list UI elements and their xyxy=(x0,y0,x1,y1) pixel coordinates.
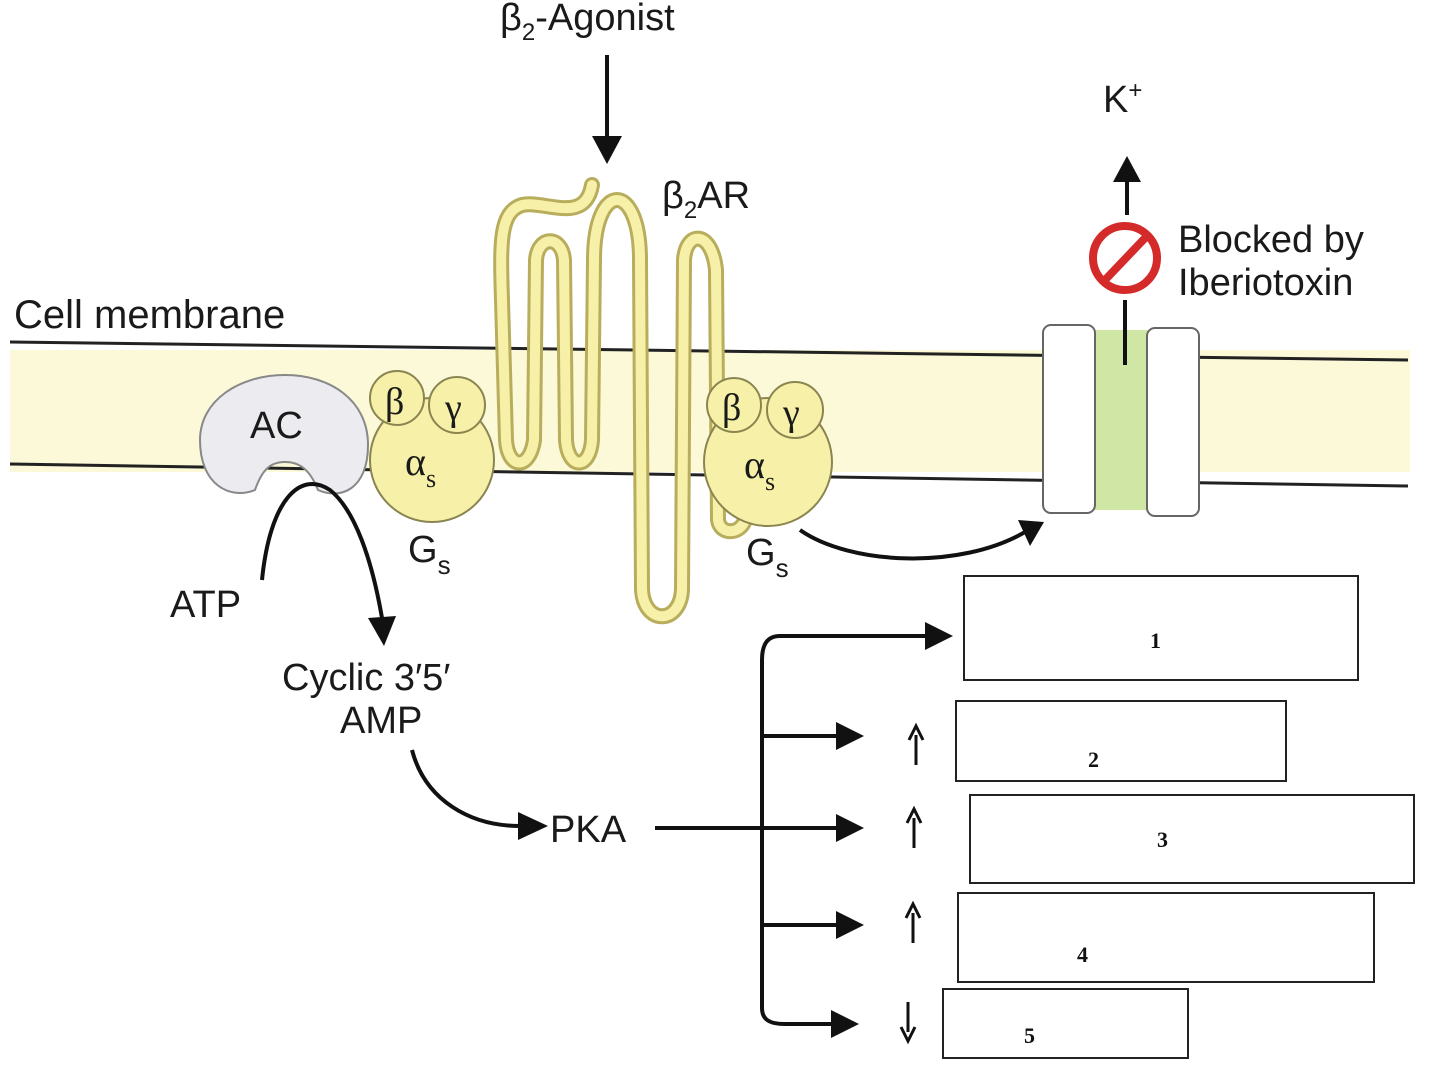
down-arrow-icon xyxy=(592,55,622,164)
beta-subunit-right xyxy=(706,377,762,433)
cell-membrane-label: Cell membrane xyxy=(14,293,285,337)
down-arrow-icon xyxy=(899,1002,917,1045)
svg-text:β: β xyxy=(385,381,404,423)
svg-text:γ: γ xyxy=(444,387,462,429)
gamma-subunit-right xyxy=(766,381,824,439)
atp-to-camp-arrow xyxy=(260,482,384,619)
up-arrow-icon xyxy=(904,900,922,943)
channel-wall-right xyxy=(1146,327,1200,517)
ac-label: AC xyxy=(250,405,303,447)
svg-text:γ: γ xyxy=(782,392,800,434)
gs-protein-left: β γ αs xyxy=(369,370,495,523)
gs-to-channel-arrow xyxy=(798,528,1027,561)
gs-protein-right: β γ αs xyxy=(703,377,833,527)
beta2-adrenergic-receptor xyxy=(493,177,753,625)
blocked-label-line2: Iberiotoxin xyxy=(1178,262,1353,304)
svg-text:αs: αs xyxy=(744,442,775,496)
beta-subunit-left xyxy=(369,370,425,426)
bk-potassium-channel xyxy=(1042,156,1200,517)
gs-label-left: Gs xyxy=(408,529,451,580)
gamma-subunit-left xyxy=(428,376,486,434)
answer-box-1[interactable]: 1 xyxy=(963,575,1359,681)
down-arrow-icon xyxy=(368,616,396,646)
svg-text:1: 1 xyxy=(1150,628,1161,653)
up-arrow-icon xyxy=(905,805,923,848)
svg-text:2: 2 xyxy=(1088,747,1099,772)
pka-label: PKA xyxy=(550,809,627,851)
svg-text:5: 5 xyxy=(1024,1023,1035,1048)
no-entry-icon xyxy=(1089,222,1161,294)
camp-label-line1: Cyclic 3′5′ xyxy=(282,657,450,699)
channel-pore xyxy=(1093,330,1148,510)
answer-box-2[interactable]: 2 xyxy=(955,700,1287,782)
svg-text:β: β xyxy=(722,387,741,429)
k-ion-label: K+ xyxy=(1103,77,1142,121)
receptor-label: β2AR xyxy=(662,175,750,224)
up-arrow-icon xyxy=(907,722,925,765)
svg-text:3: 3 xyxy=(1157,827,1168,852)
answer-box-3[interactable]: 3 xyxy=(969,794,1415,884)
blocked-label-line1: Blocked by xyxy=(1178,219,1364,261)
adenylyl-cyclase: AC xyxy=(198,373,370,495)
camp-label-line2: AMP xyxy=(340,700,422,742)
agonist-label: β2-Agonist xyxy=(500,0,675,46)
svg-text:αs: αs xyxy=(405,439,436,493)
svg-text:4: 4 xyxy=(1077,942,1088,967)
pka-branch-line xyxy=(760,634,930,1026)
gs-label-right: Gs xyxy=(746,532,789,583)
camp-to-pka-arrow xyxy=(410,749,521,828)
channel-wall-left xyxy=(1042,324,1096,514)
answer-box-5[interactable]: 5 xyxy=(942,988,1189,1059)
answer-box-4[interactable]: 4 xyxy=(957,892,1375,983)
atp-label: ATP xyxy=(170,584,241,626)
